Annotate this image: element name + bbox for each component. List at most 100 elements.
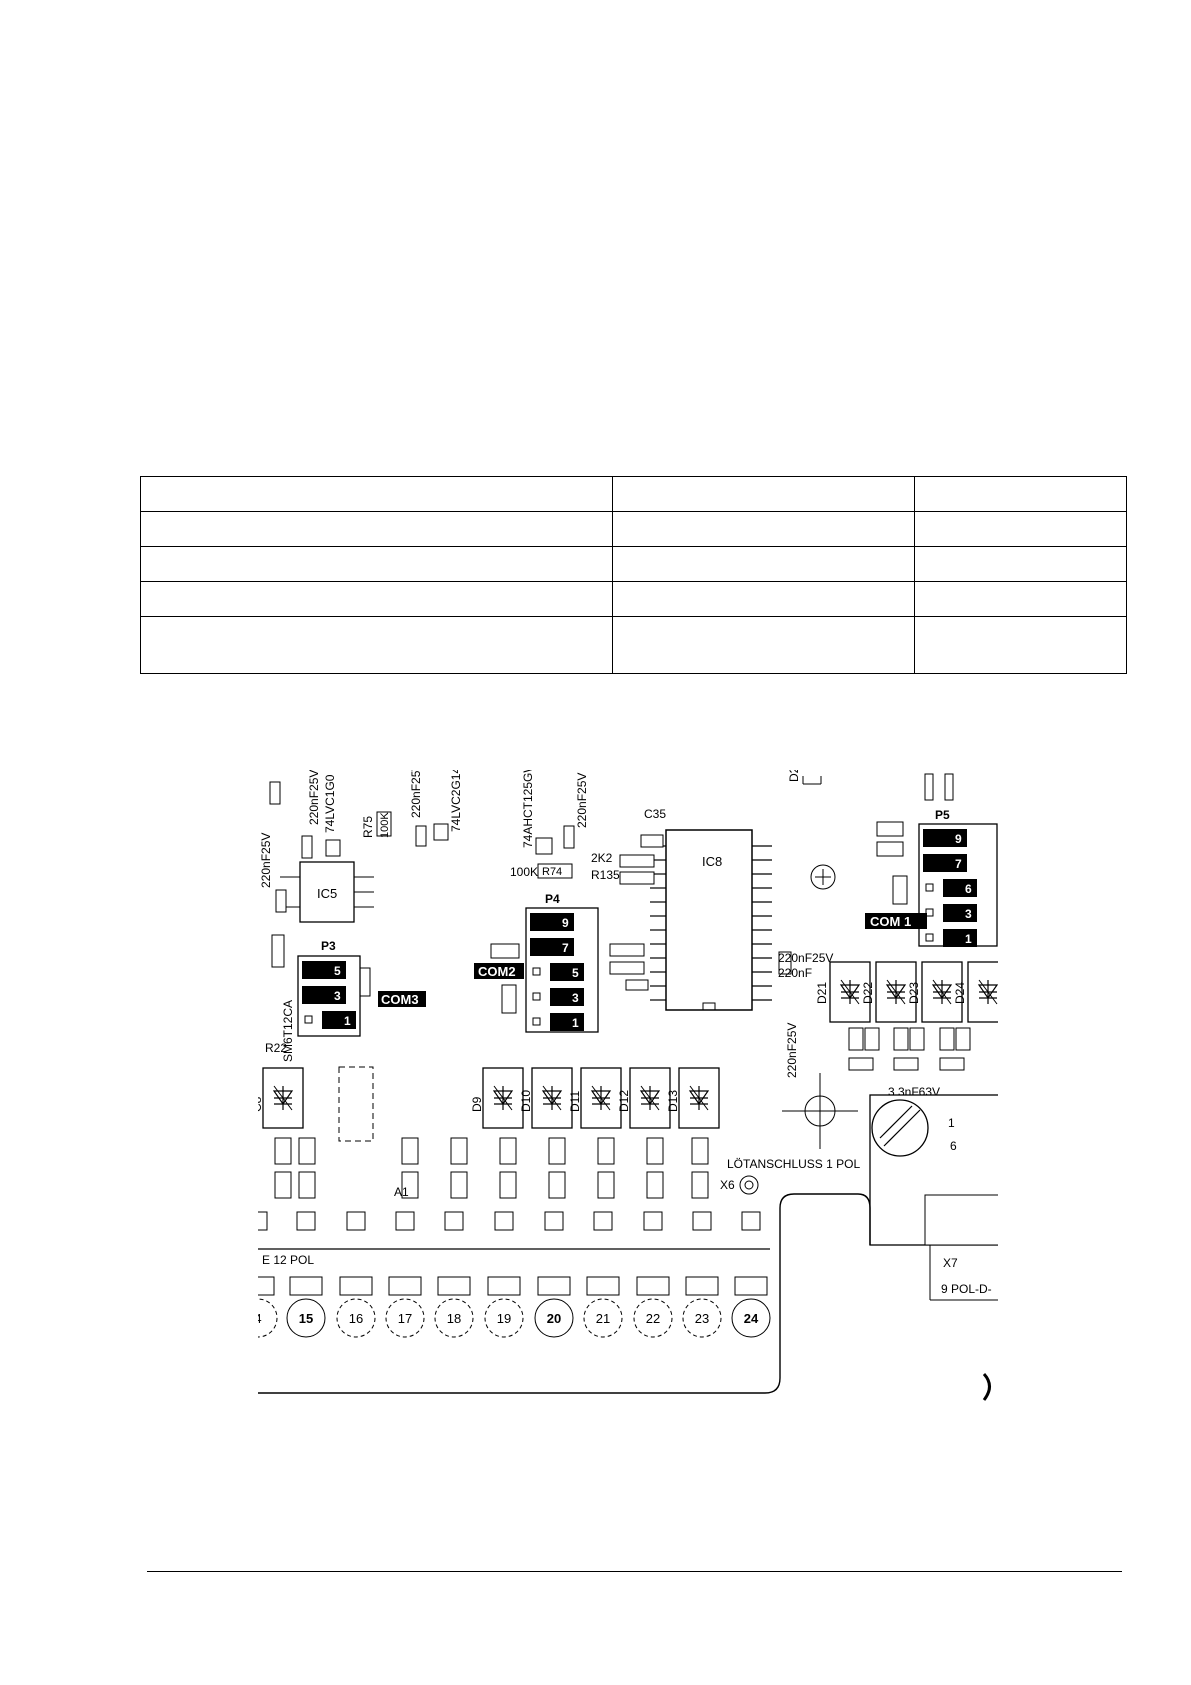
- table-row: [140, 581, 1127, 617]
- table-row: [140, 546, 1127, 582]
- ic8-label: IC8: [702, 854, 722, 869]
- table-row: [140, 616, 1127, 674]
- diode-label: D11: [568, 1091, 582, 1112]
- terminal-pad: [544, 1211, 564, 1231]
- vertical-label: 74AHCT125GW: [521, 761, 535, 848]
- jumper-pin-number: 5: [334, 964, 341, 978]
- resistor: [955, 1027, 971, 1051]
- diode-label: D13: [666, 1090, 680, 1112]
- c29-part: [301, 835, 313, 859]
- terminal-pad: [741, 1211, 761, 1231]
- terminal-pad: [296, 1211, 316, 1231]
- terminal-pad: [388, 1276, 422, 1296]
- terminal-number: 21: [596, 1311, 610, 1326]
- potentiometer: 1 6: [869, 1094, 998, 1246]
- ic4-chip: [325, 839, 341, 857]
- terminal-circle: [633, 1298, 673, 1338]
- diode: [580, 1067, 622, 1129]
- resistor: [691, 1171, 709, 1199]
- terminal-pad: [734, 1276, 768, 1296]
- diode: [967, 961, 998, 1023]
- r135-part: [619, 854, 655, 868]
- p5-label: P5: [935, 808, 950, 822]
- jumper-pin-number: 7: [562, 941, 569, 955]
- resistor: [848, 1027, 864, 1051]
- jumper-pin: [530, 938, 574, 956]
- terminal-number: 4: [254, 1311, 261, 1326]
- terminal-circle: [385, 1298, 425, 1338]
- ic5-chip: IC5: [280, 861, 374, 923]
- c35-label: C35: [644, 807, 666, 821]
- com2-label: COM2: [478, 964, 516, 979]
- r136-label: R135: [591, 868, 620, 882]
- r74-part: [537, 863, 573, 879]
- r74-value: R74: [542, 866, 562, 878]
- p4-label: P4: [545, 892, 560, 906]
- c38-part: [778, 951, 792, 975]
- com3-label: COM3: [381, 992, 419, 1007]
- resistor: [909, 1027, 925, 1051]
- table-cell: [914, 546, 1127, 582]
- resistor: [893, 1057, 919, 1071]
- vertical-label: 220nF25V: [259, 833, 273, 888]
- diode-label: D24: [953, 982, 967, 1004]
- terminal-pad: [685, 1276, 719, 1296]
- strip-label: E 12 POL: [262, 1253, 314, 1267]
- terminal-pad: [537, 1276, 571, 1296]
- terminal-circle: [682, 1298, 722, 1338]
- terminal-pad: [636, 1276, 670, 1296]
- misc-part: [876, 821, 904, 837]
- x7-desc: 9 POL-D-: [941, 1282, 992, 1296]
- resistor: [646, 1171, 664, 1199]
- resistor: [864, 1027, 880, 1051]
- r135-label: 2K2: [591, 851, 613, 865]
- jumper-pin: [923, 829, 967, 847]
- p3-label: P3: [321, 939, 336, 953]
- vertical-label: 74LVC2G14: [449, 767, 463, 832]
- terminal-number: 16: [349, 1311, 363, 1326]
- misc-part: [609, 943, 645, 957]
- x6-label: X6: [720, 1178, 735, 1192]
- diode: [262, 1067, 304, 1129]
- vertical-label: 220nF25V: [785, 1023, 799, 1078]
- jumper-pin: [550, 1013, 584, 1031]
- resistor: [298, 1137, 316, 1165]
- terminal-pad: [258, 1276, 275, 1296]
- cap-220nf-label: 220nF25V: [778, 951, 833, 965]
- terminal-pad: [289, 1276, 323, 1296]
- terminal-number: 24: [744, 1311, 759, 1326]
- c39-label: 220nF: [778, 966, 812, 980]
- diode-label: C8: [250, 1096, 264, 1112]
- misc-part: [609, 961, 645, 975]
- jumper-pin-number: 7: [955, 857, 962, 871]
- jumper-pin: [550, 963, 584, 981]
- terminal-pad: [494, 1211, 514, 1231]
- vertical-label: 220nF25V: [307, 770, 321, 825]
- pot-pin-6: 6: [950, 1139, 957, 1153]
- table-cell: [612, 581, 915, 617]
- ic6-chip: [433, 823, 449, 841]
- jumper-block-p3: 531: [297, 955, 361, 1037]
- terminal-number: 23: [695, 1311, 709, 1326]
- terminal-pad: [593, 1211, 613, 1231]
- resistor: [274, 1171, 292, 1199]
- resistor: [401, 1171, 419, 1199]
- resistor: [548, 1171, 566, 1199]
- terminal-pad: [444, 1211, 464, 1231]
- jumper-pin: [322, 1011, 356, 1029]
- resistor: [548, 1137, 566, 1165]
- dashed-footprint: [338, 1066, 374, 1142]
- misc-part: [944, 773, 954, 801]
- table-cell: [914, 616, 1127, 674]
- misc-part: [892, 875, 908, 905]
- jumper-pin-number: 1: [572, 1016, 579, 1030]
- terminal-pad: [586, 1276, 620, 1296]
- terminal-circle: [583, 1298, 623, 1338]
- c36-part: [415, 825, 427, 847]
- r60-part: [271, 934, 285, 968]
- diode: [531, 1067, 573, 1129]
- diode-label: D21: [815, 982, 829, 1004]
- jumper-pin: [943, 879, 977, 897]
